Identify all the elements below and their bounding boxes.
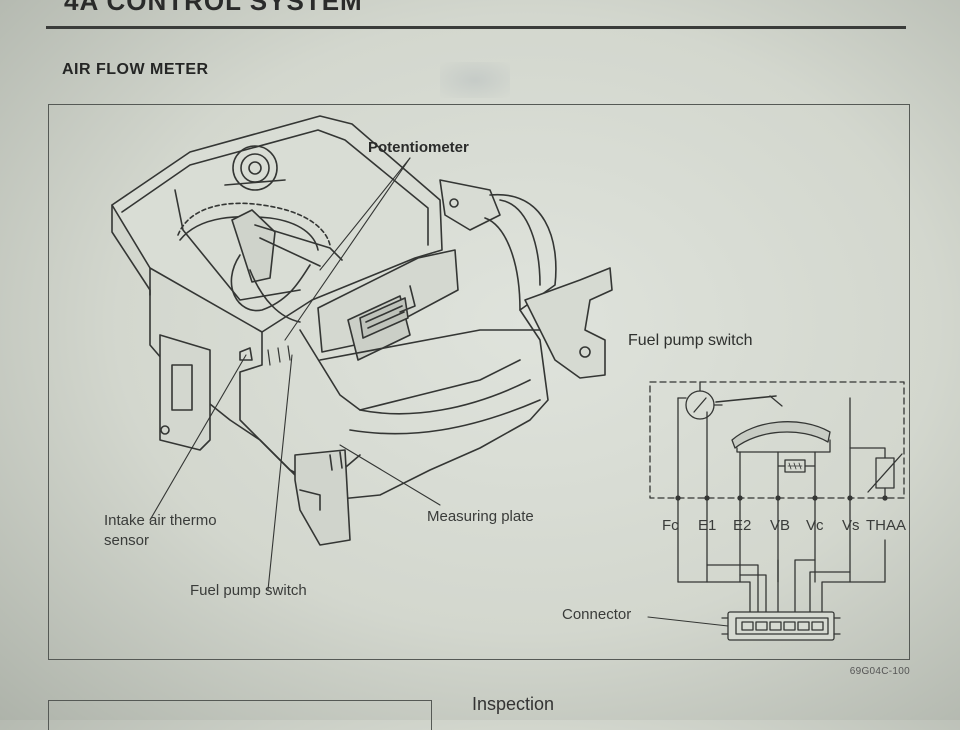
measuring-plate-label: Measuring plate: [427, 508, 534, 525]
terminal-thaa-label: THAA: [866, 517, 907, 534]
potentiometer-label: Potentiometer: [368, 139, 469, 156]
wiring-schematic: [649, 381, 905, 621]
meter-housing: [111, 115, 613, 546]
next-section-box: [48, 700, 432, 730]
connector-label: Connector: [562, 606, 632, 623]
leader-lines: [149, 157, 729, 627]
fuel-pump-switch-schematic-label: Fuel pump switch: [628, 332, 753, 349]
inspection-heading: Inspection: [472, 694, 555, 714]
intake-air-thermo-label: Intake air thermo: [104, 512, 217, 529]
section-title: AIR FLOW METER: [62, 61, 209, 78]
figure-frame: [48, 104, 910, 660]
bleed-through-smudge: [440, 62, 510, 98]
header-rule: [46, 26, 906, 29]
figure-code: 69G04C-100: [849, 666, 910, 677]
fuel-pump-switch-label: Fuel pump switch: [190, 582, 307, 599]
terminal-e1-label: E1: [698, 517, 717, 534]
connector-symbol: [721, 611, 841, 641]
intake-air-sensor-label: sensor: [104, 532, 150, 549]
terminal-vc-label: Vc: [806, 517, 824, 534]
terminal-e2-label: E2: [733, 517, 752, 534]
terminal-fc-label: Fc: [662, 517, 679, 534]
page-header: 4A CONTROL SYSTEM: [64, 0, 363, 16]
terminal-vb-label: VB: [770, 517, 791, 534]
terminal-vs-label: Vs: [842, 517, 860, 534]
